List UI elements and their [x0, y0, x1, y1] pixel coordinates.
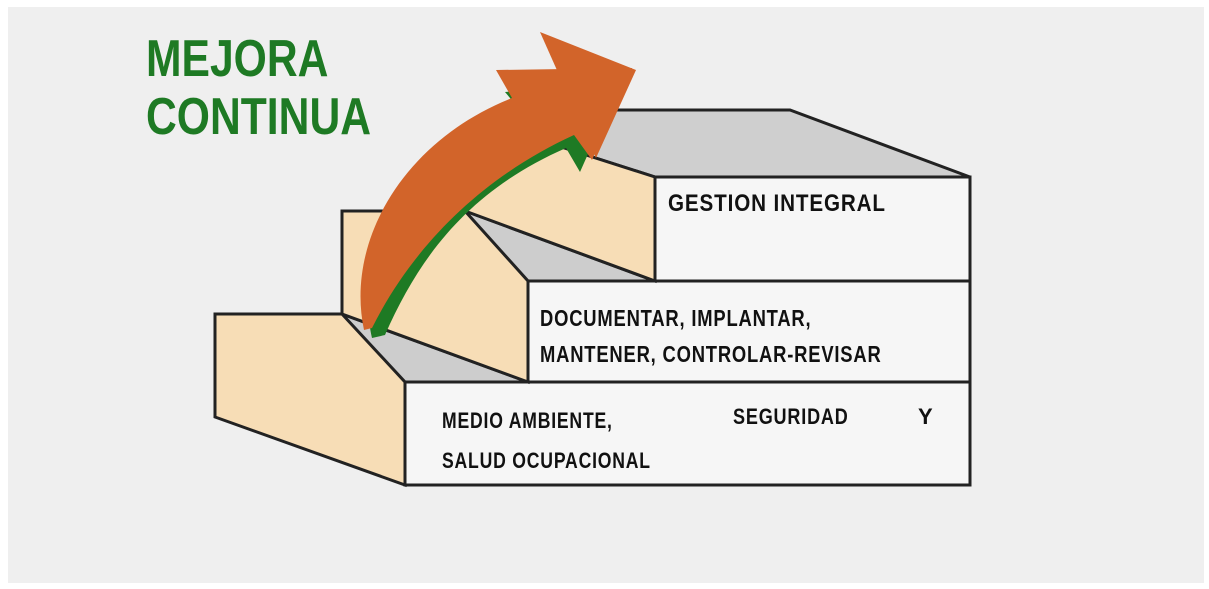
- step-bottom-line-2: SALUD OCUPACIONAL: [442, 448, 651, 473]
- step-bottom-line-1: MEDIO AMBIENTE,: [442, 408, 613, 433]
- step-bottom-right-label: SEGURIDAD: [733, 404, 849, 429]
- step-bottom-conjunction: Y: [918, 404, 934, 429]
- riser-bottom: [213, 312, 407, 488]
- step-top-label: GESTION INTEGRAL: [668, 190, 886, 217]
- page-title: MEJORA CONTINUA: [146, 30, 371, 146]
- step-middle-line-1: DOCUMENTAR, IMPLANTAR,: [540, 305, 812, 331]
- curved-arrow-icon: [360, 32, 636, 338]
- title-line-2: CONTINUA: [146, 88, 372, 146]
- step-middle-label: DOCUMENTAR, IMPLANTAR, MANTENER, CONTROL…: [540, 300, 882, 372]
- title-line-1: MEJORA: [146, 30, 329, 88]
- step-middle-line-2: MANTENER, CONTROLAR-REVISAR: [540, 341, 882, 367]
- step-bottom-left-label: MEDIO AMBIENTE, SALUD OCUPACIONAL: [442, 401, 651, 481]
